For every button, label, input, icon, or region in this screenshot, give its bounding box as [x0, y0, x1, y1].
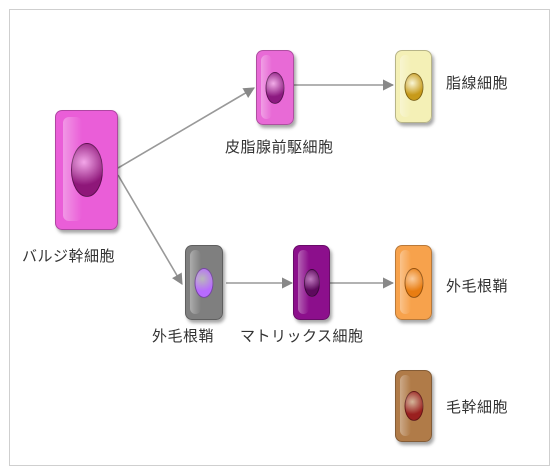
bulge-stem-cell-label: バルジ幹細胞	[22, 247, 116, 265]
outer-root-sheath-progenitor-nucleus	[194, 267, 214, 298]
outer-root-sheath-label: 外毛根鞘	[446, 277, 509, 295]
bulge-stem-cell-nucleus	[70, 143, 103, 197]
arrow-bulge-to-outer-root-sheath-progenitor	[117, 174, 183, 285]
sebaceous-precursor-cell	[256, 50, 294, 125]
sebocyte-nucleus	[404, 72, 423, 101]
matrix-cell-label: マトリックス細胞	[240, 327, 364, 345]
arrow-bulge-to-sebaceous-precursor	[117, 87, 255, 169]
matrix-cell-nucleus	[303, 268, 320, 297]
sebaceous-precursor-nucleus	[265, 71, 285, 104]
hair-shaft-nucleus	[404, 391, 423, 421]
bulge-stem-cell	[55, 110, 118, 230]
outer-root-sheath-cell	[395, 245, 432, 320]
outer-root-sheath-progenitor-cell	[185, 245, 223, 320]
hair-shaft-label: 毛幹細胞	[446, 398, 509, 416]
hair-shaft-cell	[395, 370, 432, 442]
sebocyte-cell	[395, 50, 432, 123]
outer-root-sheath-progenitor-label: 外毛根鞘	[152, 327, 215, 345]
matrix-cell	[293, 245, 330, 320]
sebocyte-label: 脂線細胞	[446, 74, 509, 92]
sebaceous-precursor-label: 皮脂腺前駆細胞	[225, 138, 334, 156]
outer-root-sheath-nucleus	[404, 267, 423, 298]
